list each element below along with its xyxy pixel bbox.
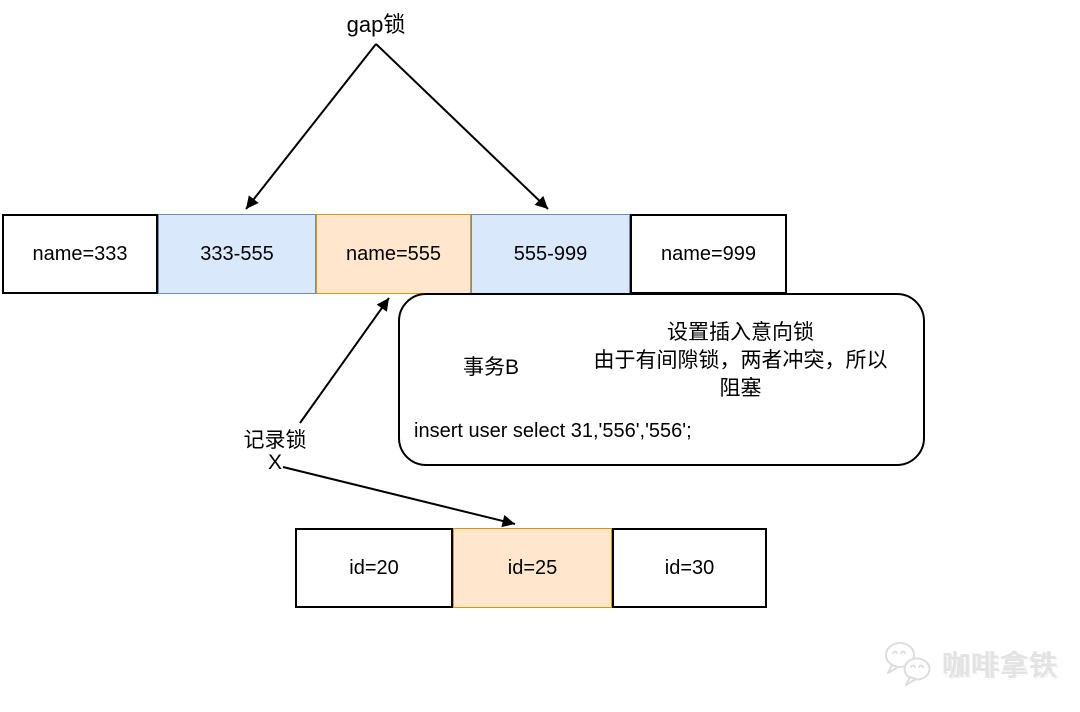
gap-lock-label: gap锁: [346, 12, 406, 37]
transaction-label: 事务B: [462, 356, 519, 379]
sql-statement: insert user select 31,'556','556';: [414, 420, 692, 442]
cell-id-20: id=20: [295, 528, 453, 608]
watermark: 咖啡拿铁: [882, 640, 1058, 688]
cell-gap-333-555: 333-555: [158, 214, 316, 294]
note-line-2: 由于有间隙锁，两者冲突，所以: [593, 349, 888, 372]
callout-note: 设置插入意向锁 由于有间隙锁，两者冲突，所以 阻塞: [568, 319, 913, 403]
cell-name-333: name=333: [2, 214, 158, 294]
record-lock-x-label: X: [267, 451, 282, 474]
cell-id-30: id=30: [612, 528, 767, 608]
cell-gap-555-999: 555-999: [471, 214, 630, 294]
gap-lock-arrow-left: [245, 43, 377, 210]
record-lock-label: 记录锁: [243, 429, 307, 452]
gap-lock-arrow-right: [375, 43, 549, 210]
insert-target-arrow: [282, 466, 516, 528]
cell-id-25: id=25: [453, 528, 612, 608]
note-line-3: 阻塞: [719, 377, 762, 400]
watermark-text: 咖啡拿铁: [942, 650, 1059, 681]
cell-name-555: name=555: [316, 214, 471, 294]
transaction-callout: 事务B 设置插入意向锁 由于有间隙锁，两者冲突，所以 阻塞 insert use…: [398, 293, 925, 466]
note-line-1: 设置插入意向锁: [667, 321, 814, 344]
record-lock-arrow: [299, 297, 390, 424]
cell-name-999: name=999: [630, 214, 787, 294]
wechat-icon: [885, 642, 931, 686]
